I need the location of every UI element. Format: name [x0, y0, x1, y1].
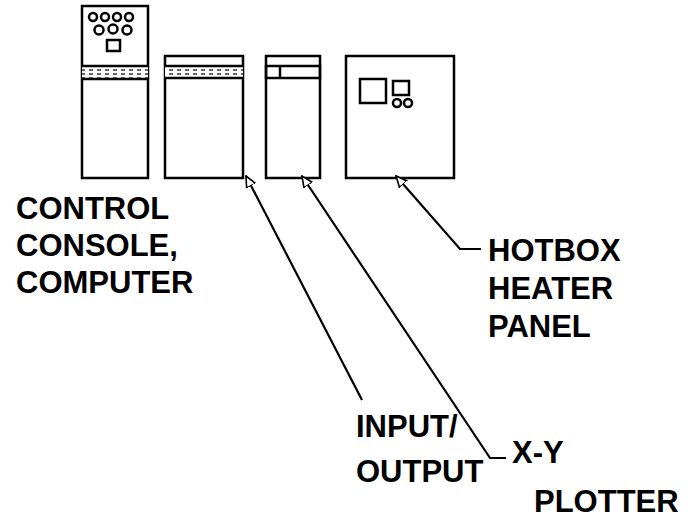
input-output-label: INPUT/ OUTPUT [356, 404, 483, 494]
cabinets [82, 6, 454, 178]
heater-panel-label: HOTBOX HEATER PANEL [488, 232, 621, 346]
console-label: CONTROL CONSOLE, COMPUTER [16, 190, 193, 301]
leader-arrows [246, 176, 506, 458]
plotter-label: X-Y PLOTTER [512, 428, 679, 526]
